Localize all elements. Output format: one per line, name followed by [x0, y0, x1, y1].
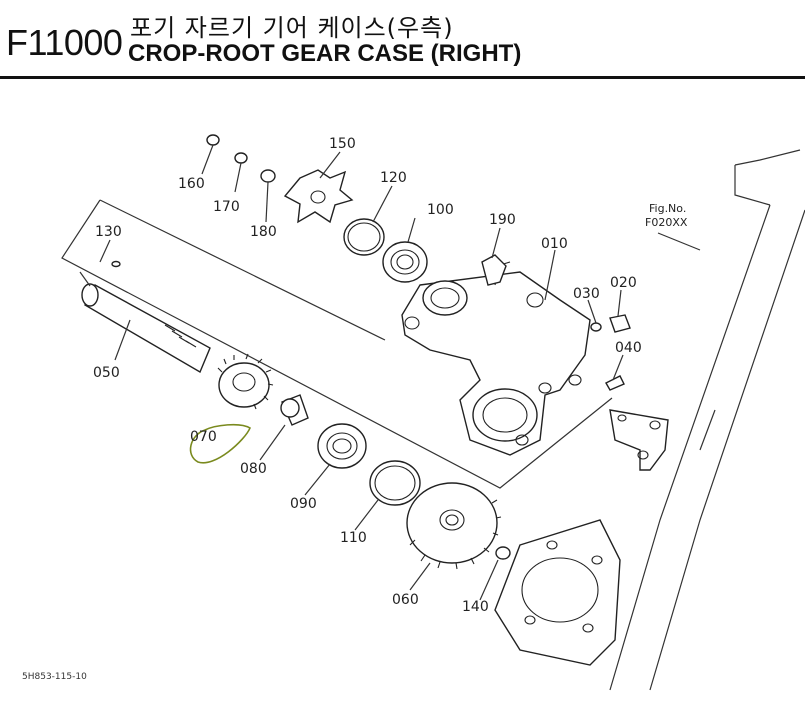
large-gear [406, 482, 502, 570]
snap-ring-lower [369, 460, 421, 506]
bearing-lower [317, 423, 367, 469]
label-030: 030 [573, 286, 600, 302]
frame-tube [494, 149, 805, 691]
label-100: 100 [427, 202, 454, 218]
label-180: 180 [250, 224, 277, 240]
collar [280, 394, 309, 426]
title-english: CROP-ROOT GEAR CASE (RIGHT) [128, 40, 522, 67]
bolt [609, 314, 631, 333]
label-160: 160 [178, 176, 205, 192]
leader-lines [99, 144, 701, 601]
star-knob [283, 169, 354, 224]
shaft [79, 271, 211, 374]
section-code: F11000 [6, 22, 123, 63]
grease-nipple [605, 375, 625, 391]
label-150: 150 [329, 136, 356, 152]
label-130: 130 [95, 224, 122, 240]
label-040: 040 [615, 340, 642, 356]
document-id: 5H853-115-10 [22, 672, 87, 682]
label-140: 140 [462, 599, 489, 615]
bearing-upper [382, 241, 428, 283]
figure-ref-label: Fig.No. [649, 202, 686, 215]
label-110: 110 [340, 530, 367, 546]
o-ring [495, 546, 511, 560]
label-060: 060 [392, 592, 419, 608]
bolt-head [206, 134, 220, 146]
snap-ring-upper [343, 218, 385, 256]
bevel-gear [217, 353, 274, 410]
figure-ref-number: F020XX [645, 216, 688, 229]
pin [111, 260, 121, 268]
label-010: 010 [541, 236, 568, 252]
gear-case-housing [401, 261, 591, 456]
flat-washer [260, 169, 276, 183]
label-170: 170 [213, 199, 240, 215]
star-knob-hole [310, 190, 326, 204]
title-korean: 포기 자르기 기어 케이스(우측) [130, 14, 454, 42]
spring-washer [234, 152, 248, 164]
label-090: 090 [290, 496, 317, 512]
highlight-mark [189, 423, 252, 464]
header-rule [0, 76, 805, 79]
assembly-bracket [61, 199, 613, 489]
label-120: 120 [380, 170, 407, 186]
label-050: 050 [93, 365, 120, 381]
label-020: 020 [610, 275, 637, 291]
assembly-bracket-top [99, 199, 386, 341]
label-190: 190 [489, 212, 516, 228]
washer [590, 322, 602, 332]
label-070: 070 [190, 429, 217, 445]
label-080: 080 [240, 461, 267, 477]
